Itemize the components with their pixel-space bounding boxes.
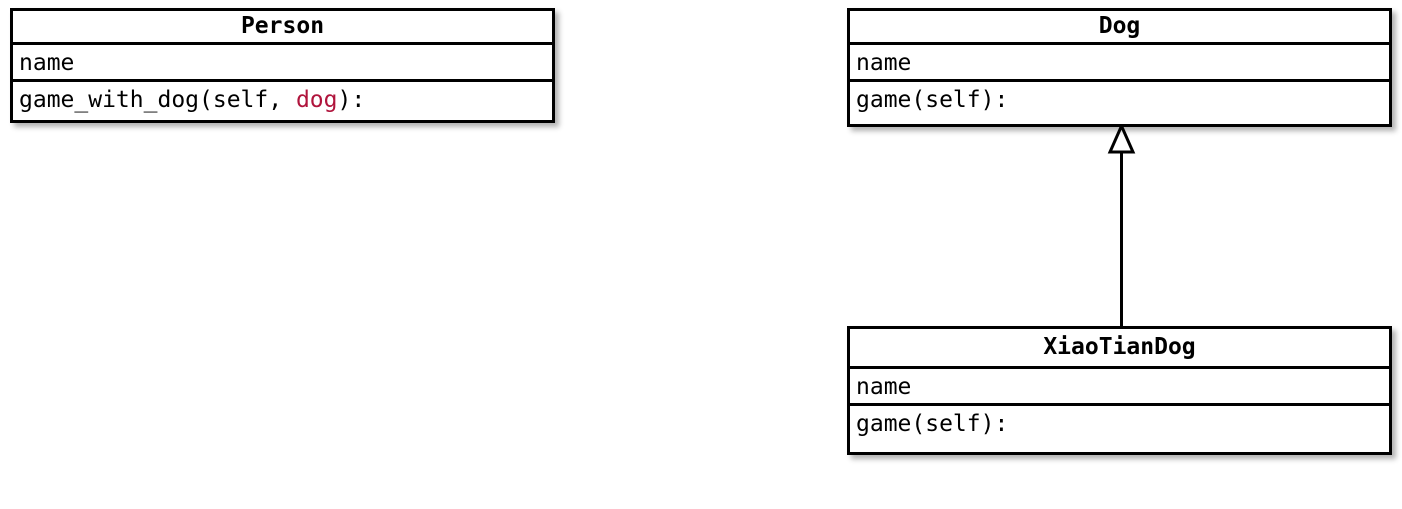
uml-class-xiaotiandog-title: XiaoTianDog	[1043, 334, 1196, 360]
uml-class-dog-method-game: game(self):	[850, 79, 1389, 115]
method-param-dog: dog	[295, 87, 338, 113]
inheritance-line	[1120, 152, 1123, 327]
uml-class-xiaotiandog[interactable]: XiaoTianDog name game(self):	[847, 326, 1392, 455]
uml-class-dog[interactable]: Dog name game(self):	[847, 8, 1392, 127]
method-suffix: ):	[337, 87, 366, 113]
inheritance-connector-xiaotiandog-to-dog	[1100, 124, 1144, 329]
uml-class-person-title: Person	[240, 13, 325, 39]
uml-class-person[interactable]: Person name game_with_dog(self, dog):	[10, 8, 555, 123]
uml-class-person-method-game-with-dog: game_with_dog(self, dog):	[13, 79, 552, 115]
uml-class-person-attribute-name: name	[13, 42, 552, 79]
uml-class-xiaotiandog-attribute-name: name	[850, 366, 1389, 403]
uml-class-dog-title: Dog	[1098, 13, 1141, 39]
inheritance-hollow-triangle-icon	[1107, 124, 1136, 154]
uml-class-dog-attribute-name: name	[850, 42, 1389, 79]
method-prefix: game_with_dog(self,	[19, 87, 296, 113]
uml-class-xiaotiandog-method-game: game(self):	[850, 403, 1389, 439]
